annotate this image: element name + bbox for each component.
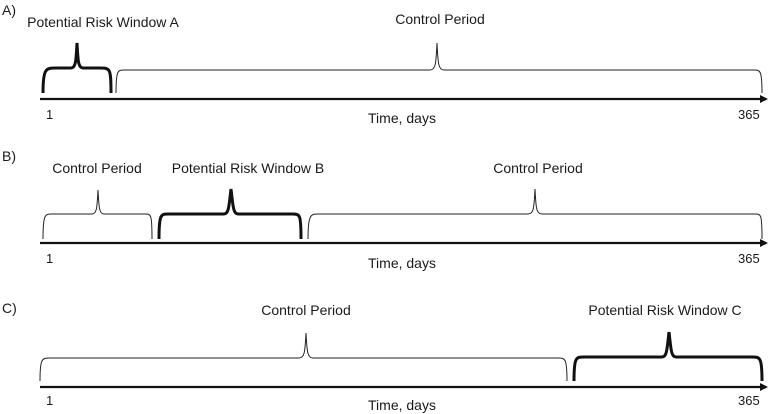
panel-a: A) Potential Risk Window A Control Perio… [2,2,768,126]
panel-b-control-period-brace-2 [307,188,763,240]
panel-a-label: A) [2,2,16,18]
panel-b-risk-window-label: Potential Risk Window B [172,160,325,176]
panel-a-end-day: 365 [738,107,760,122]
panel-c: C) Control Period Potential Risk Window … [2,300,768,413]
panel-c-risk-window-brace [572,331,764,382]
panel-b-start-day: 1 [46,251,53,266]
panel-c-axis-title: Time, days [368,397,436,413]
panel-b: B) Control Period Potential Risk Window … [2,148,768,271]
panel-a-control-period-label: Control Period [395,11,485,27]
panel-c-label: C) [2,300,17,316]
panel-b-control-period-label-2: Control Period [493,160,583,176]
panel-b-end-day: 365 [738,251,760,266]
panel-b-label: B) [2,148,16,164]
panel-b-risk-window-brace [157,188,303,240]
panel-a-axis-title: Time, days [368,110,436,126]
panel-a-risk-window-label: Potential Risk Window A [27,14,179,30]
panel-c-control-period-brace [39,332,568,382]
panel-a-risk-window-brace [41,42,113,94]
panel-c-risk-window-label: Potential Risk Window C [588,302,741,318]
panel-c-start-day: 1 [46,393,53,408]
panel-b-control-period-label-1: Control Period [52,160,142,176]
panel-b-control-period-brace-1 [42,189,153,240]
panel-b-axis-title: Time, days [368,255,436,271]
panel-c-control-period-label: Control Period [261,302,351,318]
panel-a-control-period-brace [115,42,763,94]
panel-a-start-day: 1 [46,107,53,122]
panel-c-end-day: 365 [738,393,760,408]
